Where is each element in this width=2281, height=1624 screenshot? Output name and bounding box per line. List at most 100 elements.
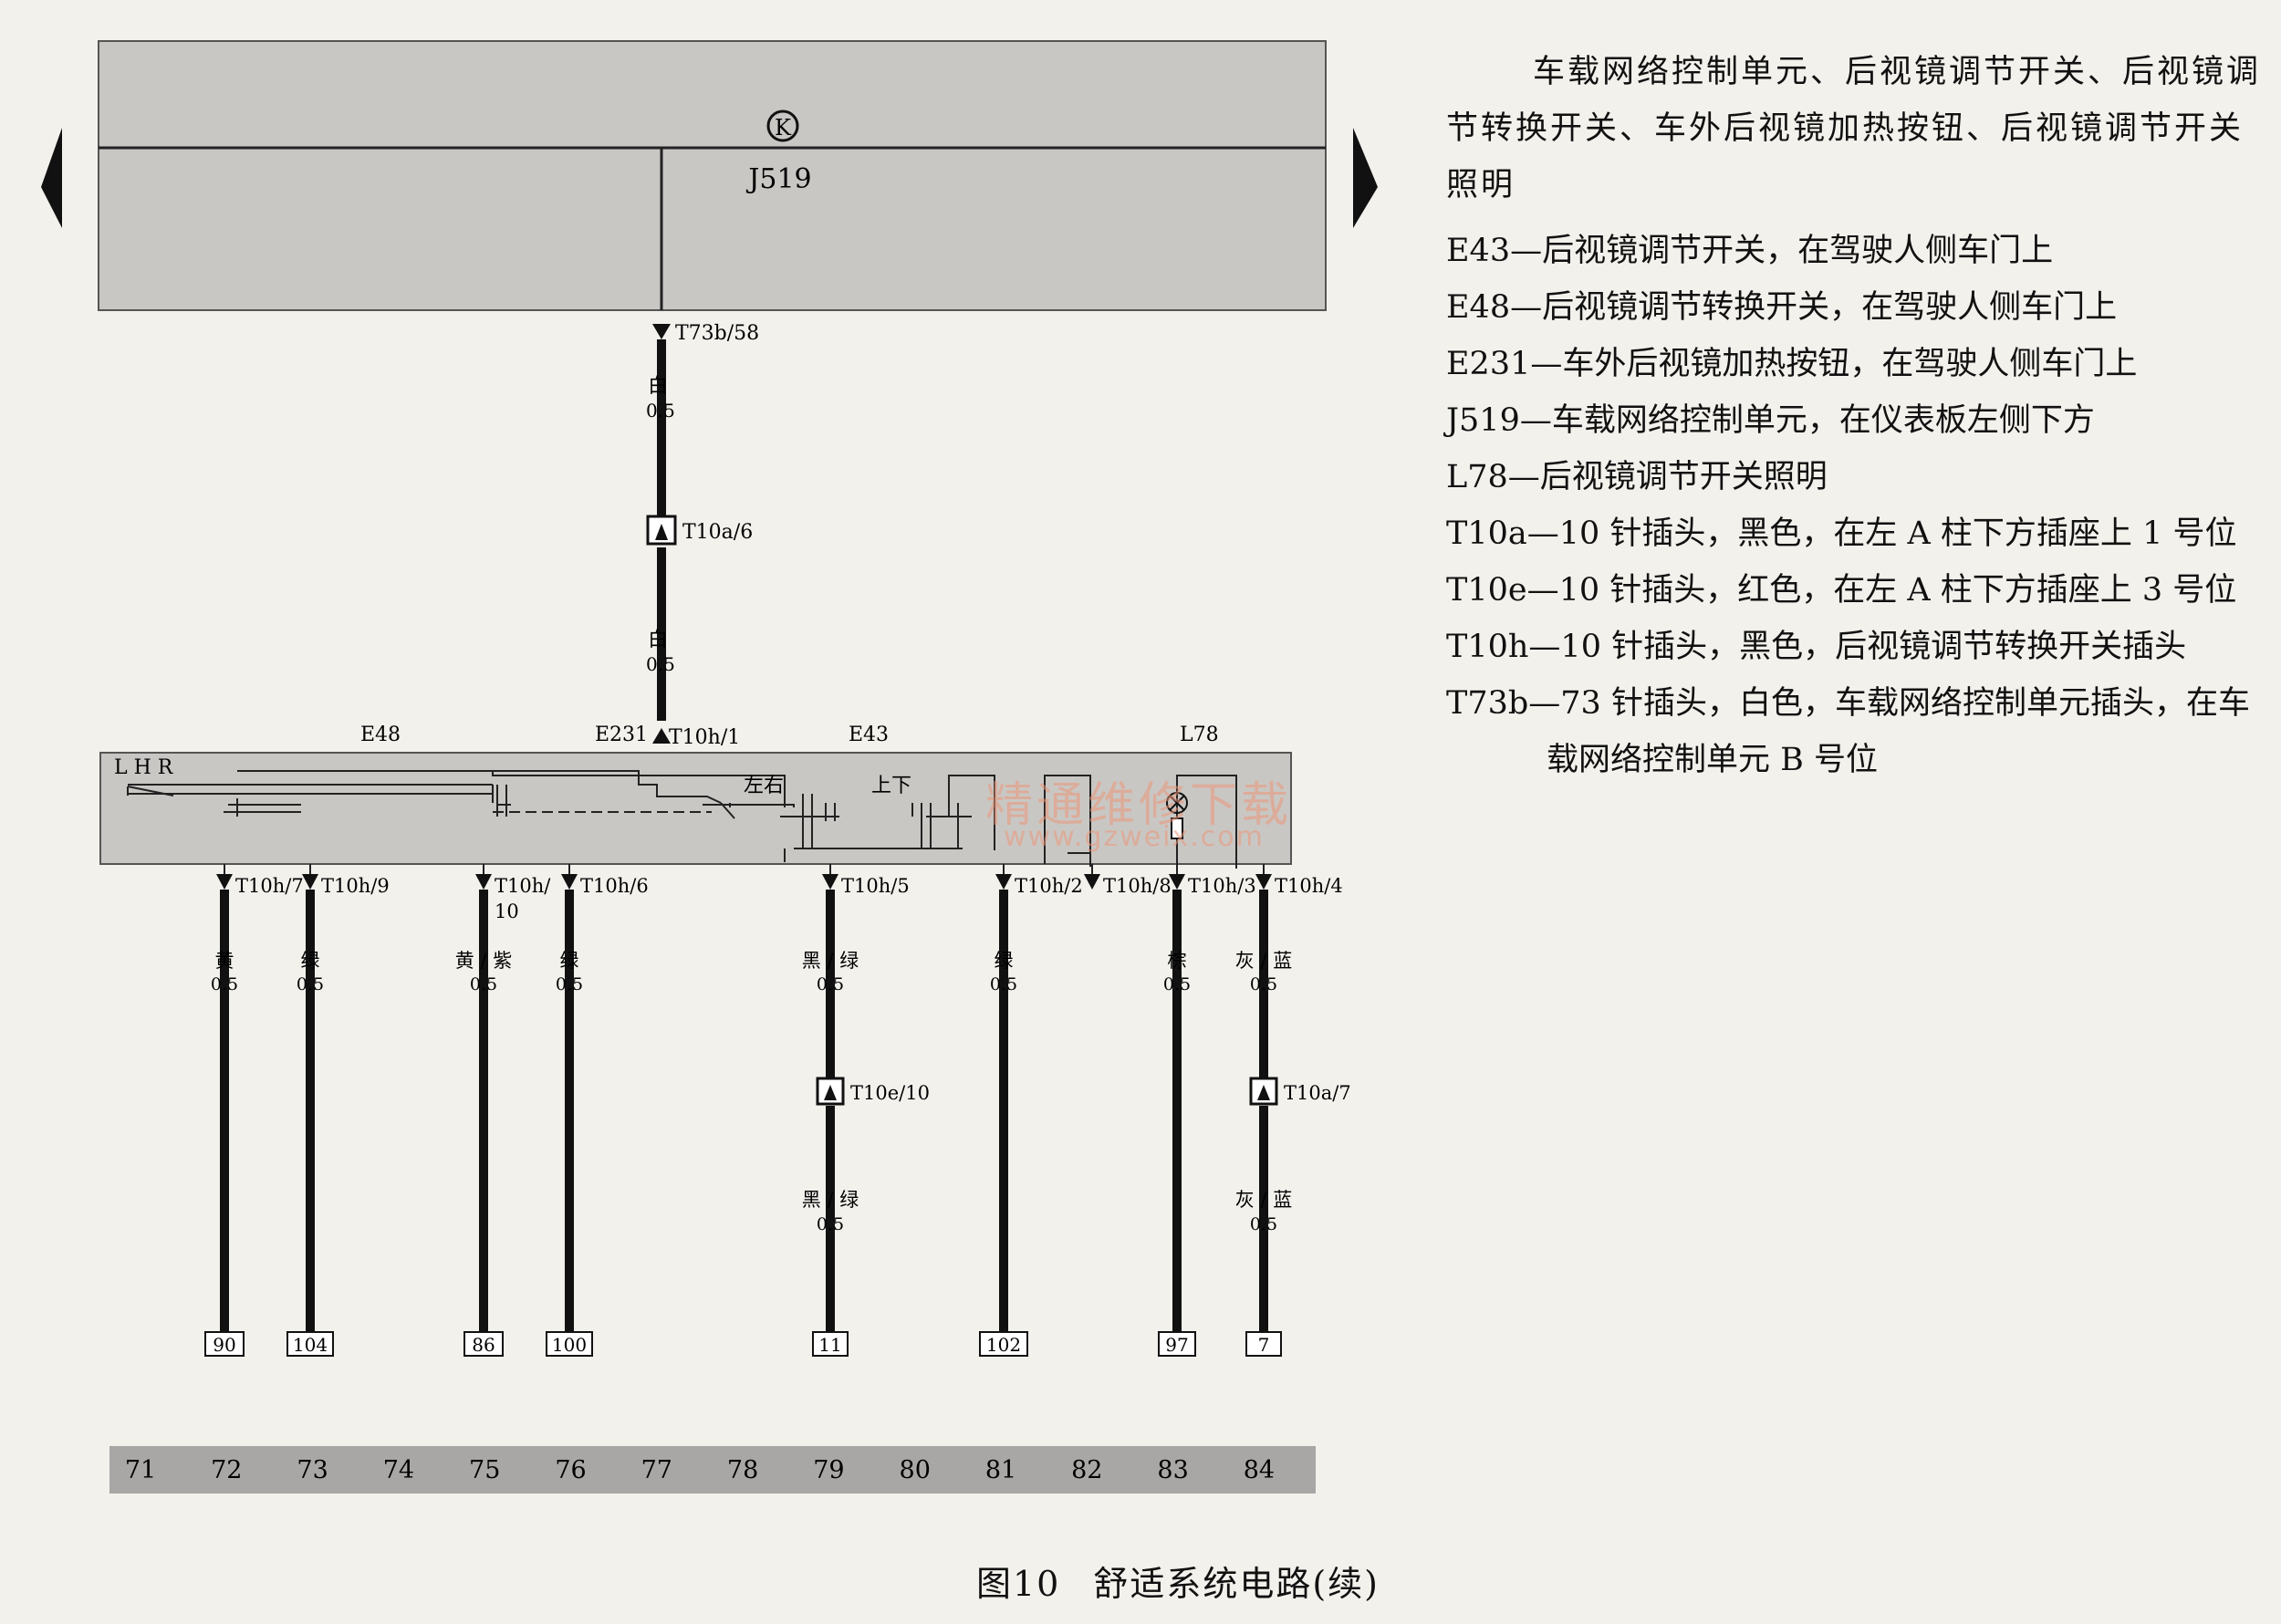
supply-size-lower: 0.5 — [646, 653, 675, 675]
terminal-box — [463, 1331, 504, 1357]
ruler-number: 72 — [211, 1456, 242, 1484]
pin-label: T10h/8 — [1103, 875, 1172, 897]
watermark-text: 精通维修下载 — [985, 778, 1293, 833]
prev-page-arrow-icon[interactable] — [41, 128, 62, 228]
terminal-box — [812, 1331, 849, 1357]
pin-arrow-icon — [822, 874, 838, 890]
wire-color-label: 棕 — [1168, 950, 1187, 972]
wire-color-label: 黑 / 绿 — [802, 1189, 859, 1211]
legend-item: T10a—10 针插头，黑色，在左 A 柱下方插座上 1 号位 — [1446, 515, 2237, 552]
ruler-number: 74 — [383, 1456, 414, 1484]
ruler-number: 84 — [1244, 1456, 1275, 1484]
wire-size-label: 0.5 — [1163, 974, 1191, 994]
wire-size-label: 0.5 — [470, 974, 497, 994]
wire-size-label: 0.5 — [211, 974, 238, 994]
pin-label: T10h/6 — [580, 875, 649, 897]
legend-item: E48—后视镜调节转换开关，在驾驶人侧车门上 — [1446, 289, 2118, 326]
legend-item: T10h—10 针插头，黑色，后视镜调节转换开关插头 — [1446, 629, 2187, 665]
pin-label: T10h/5 — [841, 875, 910, 897]
terminal-k-symbol: K — [775, 115, 792, 141]
ruler-number: 80 — [900, 1456, 931, 1484]
terminal-box — [286, 1331, 334, 1357]
wire-size-label: 0.5 — [1250, 1214, 1277, 1234]
legend-item: J519—车载网络控制单元，在仪表板左侧下方 — [1446, 402, 2095, 439]
wire-color-label: 灰 / 蓝 — [1235, 950, 1292, 972]
pin-label: T10h/2 — [1015, 875, 1083, 897]
next-page-arrow-icon[interactable] — [1353, 128, 1378, 228]
terminal-number: 11 — [818, 1334, 841, 1356]
terminal-number: 102 — [986, 1334, 1021, 1356]
terminal-number: 7 — [1258, 1334, 1270, 1356]
ruler-number: 75 — [469, 1456, 500, 1484]
terminal-box — [1245, 1331, 1282, 1357]
ruler-number: 73 — [297, 1456, 328, 1484]
wire-size-label: 0.5 — [297, 974, 324, 994]
pin-arrow-icon — [475, 874, 492, 890]
wire-color-label: 灰 / 蓝 — [1235, 1189, 1292, 1211]
e43-label: E43 — [849, 724, 889, 746]
pin-arrow-icon — [216, 874, 233, 890]
legend-item: L78—后视镜调节开关照明 — [1446, 459, 1828, 495]
l78-lamp-icon — [1166, 792, 1188, 814]
ruler-number: 76 — [555, 1456, 586, 1484]
pin-label: T10h/3 — [1188, 875, 1256, 897]
legend-panel: 车载网络控制单元、后视镜调节开关、后视镜调节转换开关、车外后视镜加热按钮、后视镜… — [1446, 44, 2272, 788]
pin-arrow-icon — [995, 874, 1012, 890]
l78-lamp-cross-b — [1169, 795, 1185, 811]
wire-size-label: 0.5 — [990, 974, 1017, 994]
legend-item: T73b—73 针插头，白色，车载网络控制单元插头，在车 — [1446, 685, 2250, 722]
j519-pin-label: T73b/58 — [675, 322, 759, 345]
e48-label: E48 — [360, 724, 401, 746]
legend-item: E43—后视镜调节开关，在驾驶人侧车门上 — [1446, 233, 2054, 269]
j519-box — [98, 40, 1327, 311]
watermark-url: www.gzweix.com — [1004, 821, 1265, 853]
pin-label: T10h/4 — [1275, 875, 1343, 897]
ruler-number: 71 — [125, 1456, 156, 1484]
pin-label: T10h/ — [495, 875, 551, 897]
entry-pin-arrow-icon — [652, 728, 671, 744]
legend-item: E231—车外后视镜加热按钮，在驾驶人侧车门上 — [1446, 346, 2138, 382]
figure-title: 舒适系统电路(续) — [1093, 1564, 1380, 1604]
wire-color-label: 绿 — [560, 950, 579, 972]
wire-color-label: 黑 / 绿 — [802, 950, 859, 972]
pin-arrow-icon — [302, 874, 318, 890]
connector-arrow-icon — [824, 1085, 837, 1100]
connector-t10a6-label: T10a/6 — [682, 521, 753, 544]
ruler-number: 81 — [985, 1456, 1016, 1484]
ruler-number: 83 — [1157, 1456, 1188, 1484]
pin-arrow-icon — [561, 874, 578, 890]
connector-arrow-icon — [655, 524, 668, 540]
wire-color-label: 绿 — [301, 950, 320, 972]
terminal-box — [204, 1331, 245, 1357]
wire-color-label: 绿 — [995, 950, 1014, 972]
switch-block-internal-wiring — [127, 770, 1237, 869]
wire-color-label: 黄 / 紫 — [455, 950, 512, 972]
column-ruler — [109, 1446, 1316, 1494]
connector-label: T10e/10 — [850, 1082, 930, 1104]
wire-size-label: 0.5 — [556, 974, 583, 994]
connector-label: T10a/7 — [1284, 1082, 1351, 1104]
legend-continuation: 载网络控制单元 B 号位 — [1547, 742, 1878, 778]
terminal-number: 97 — [1165, 1334, 1188, 1356]
terminal-box — [546, 1331, 593, 1357]
entry-pin-label: T10h/1 — [669, 726, 740, 749]
pin-label: T10h/7 — [235, 875, 304, 897]
pin-arrow-icon — [1084, 874, 1100, 890]
pin-arrow-icon — [1255, 874, 1272, 890]
connector-arrow-icon — [1257, 1085, 1270, 1100]
wire-color-label: 黄 — [215, 950, 234, 972]
legend-item: T10e—10 针插头，红色，在左 A 柱下方插座上 3 号位 — [1446, 572, 2237, 609]
supply-color-lower: 白 — [648, 629, 668, 651]
wire-size-label: 0.5 — [1250, 974, 1277, 994]
terminal-number: 104 — [293, 1334, 328, 1356]
wire-size-label: 0.5 — [817, 974, 844, 994]
legend-intro: 车载网络控制单元、后视镜调节开关、后视镜调节转换开关、车外后视镜加热按钮、后视镜… — [1446, 54, 2262, 203]
ruler-number: 82 — [1071, 1456, 1102, 1484]
ruler-number: 79 — [813, 1456, 844, 1484]
terminal-number: 90 — [213, 1334, 235, 1356]
e43-ud-label: 上下 — [871, 775, 911, 797]
